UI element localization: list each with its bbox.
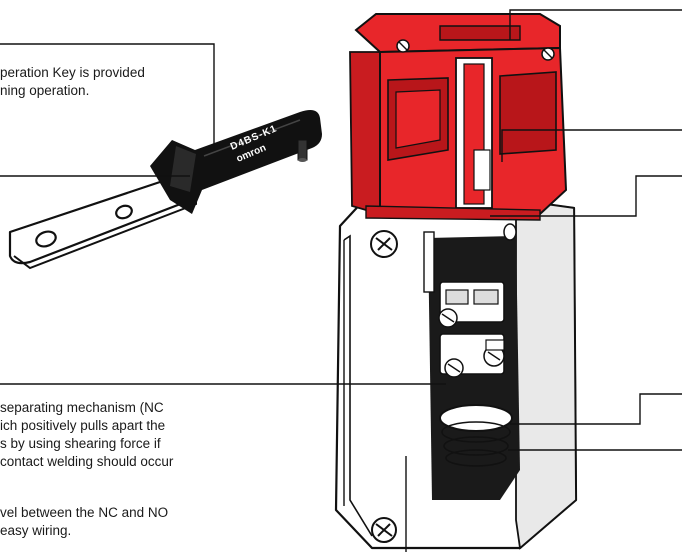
- callout-mechanism-line3: s by using shearing force if: [0, 436, 161, 451]
- callout-mechanism-line2: ich positively pulls apart the: [0, 418, 166, 433]
- leader-conduit: [510, 393, 682, 425]
- operation-key: omron D4BS-K1: [8, 110, 322, 270]
- leader-lines: [0, 9, 682, 552]
- leader-cam: [490, 175, 682, 217]
- leader-actuator: [501, 129, 682, 162]
- callout-mechanism-line4: contact welding should occur: [0, 454, 174, 469]
- switch-head: [349, 13, 568, 221]
- leader-head-top: [509, 9, 682, 40]
- callout-wiring-line2: easy wiring.: [0, 523, 72, 538]
- callout-operation-key-line1: peration Key is provided: [0, 65, 145, 80]
- callout-mechanism-line1: separating mechanism (NC: [0, 400, 164, 415]
- switch-housing: [334, 198, 578, 550]
- callout-wiring-line1: vel between the NC and NO: [0, 505, 169, 520]
- callout-operation-key-line2: ning operation.: [0, 83, 90, 98]
- leader-operation-key: [0, 43, 215, 150]
